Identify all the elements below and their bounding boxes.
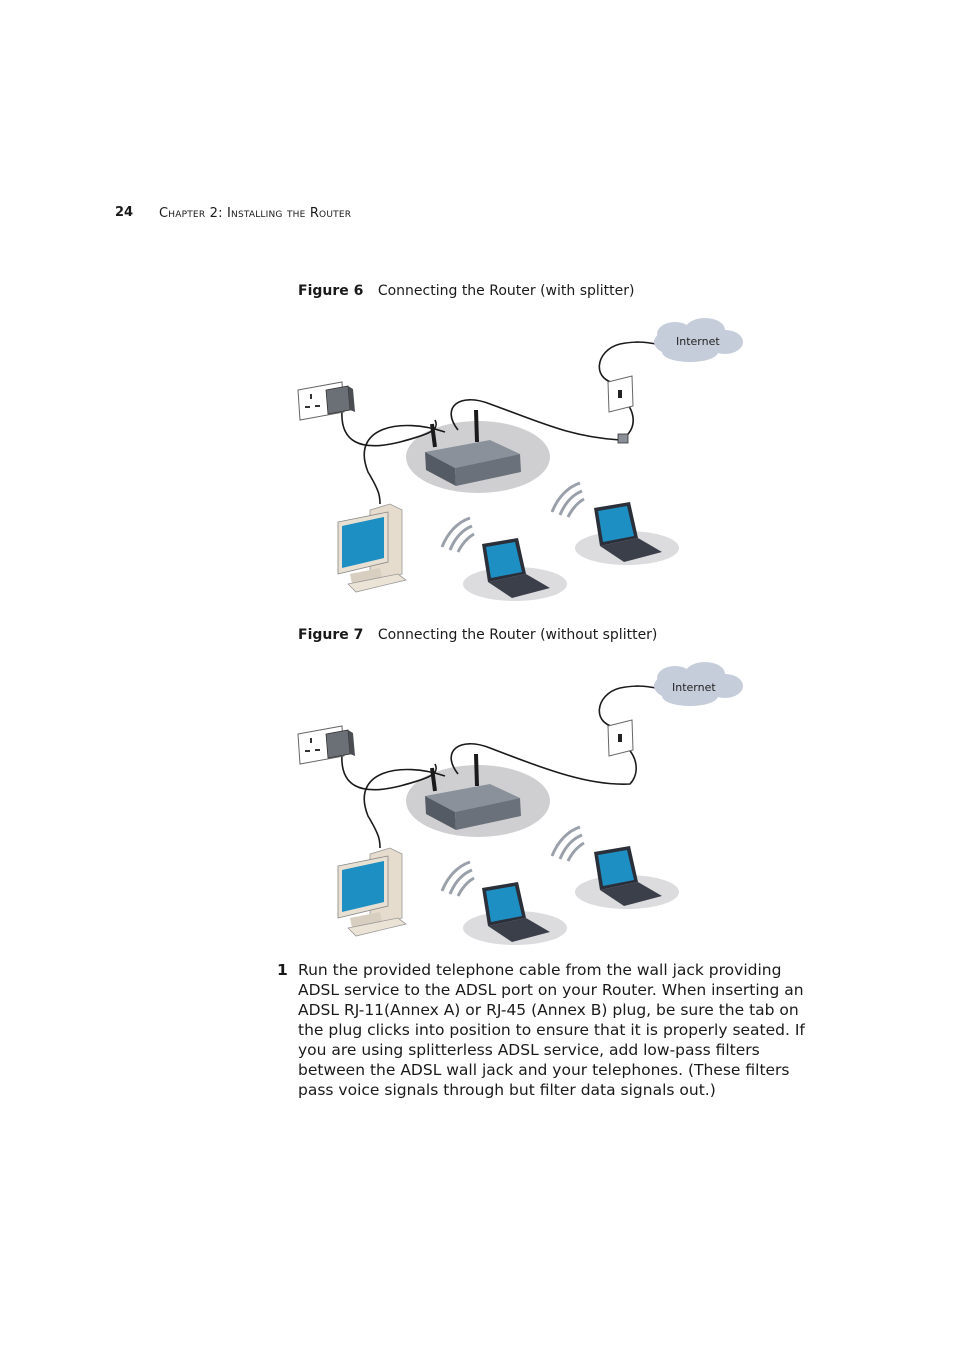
step-text: Run the provided telephone cable from th… xyxy=(298,960,823,1100)
power-socket xyxy=(298,726,355,764)
figure-caption-text: Connecting the Router (with splitter) xyxy=(378,283,635,299)
splitter-box xyxy=(618,434,628,443)
figure-label: Figure 6 xyxy=(298,283,363,299)
figure-6-diagram: Internet xyxy=(290,312,760,612)
desktop-computer xyxy=(338,848,406,936)
wifi-signal-icon xyxy=(442,862,474,896)
network-diagram-without-splitter: Internet xyxy=(290,656,760,956)
phone-wall-jack xyxy=(608,376,633,412)
antenna xyxy=(476,754,477,786)
internet-label: Internet xyxy=(676,335,720,348)
internet-cloud: Internet xyxy=(654,662,743,706)
chapter-title: Chapter 2: Installing the Router xyxy=(159,206,351,221)
figure-7-diagram: Internet xyxy=(290,656,760,956)
step-number: 1 xyxy=(277,960,288,980)
wifi-signal-icon xyxy=(552,483,584,517)
network-diagram-with-splitter: Internet xyxy=(290,312,760,612)
power-socket xyxy=(298,382,355,420)
internet-cloud: Internet xyxy=(654,318,743,362)
page-number: 24 xyxy=(115,205,133,220)
internet-label: Internet xyxy=(672,681,716,694)
desktop-computer xyxy=(338,504,406,592)
figure-caption-text: Connecting the Router (without splitter) xyxy=(378,627,658,643)
antenna xyxy=(476,410,477,442)
figure-6-caption: Figure 6 Connecting the Router (with spl… xyxy=(298,283,634,299)
phone-wall-jack xyxy=(608,720,633,756)
figure-label: Figure 7 xyxy=(298,627,363,643)
wifi-signal-icon xyxy=(552,827,584,861)
figure-7-caption: Figure 7 Connecting the Router (without … xyxy=(298,627,657,643)
wifi-signal-icon xyxy=(442,518,474,552)
